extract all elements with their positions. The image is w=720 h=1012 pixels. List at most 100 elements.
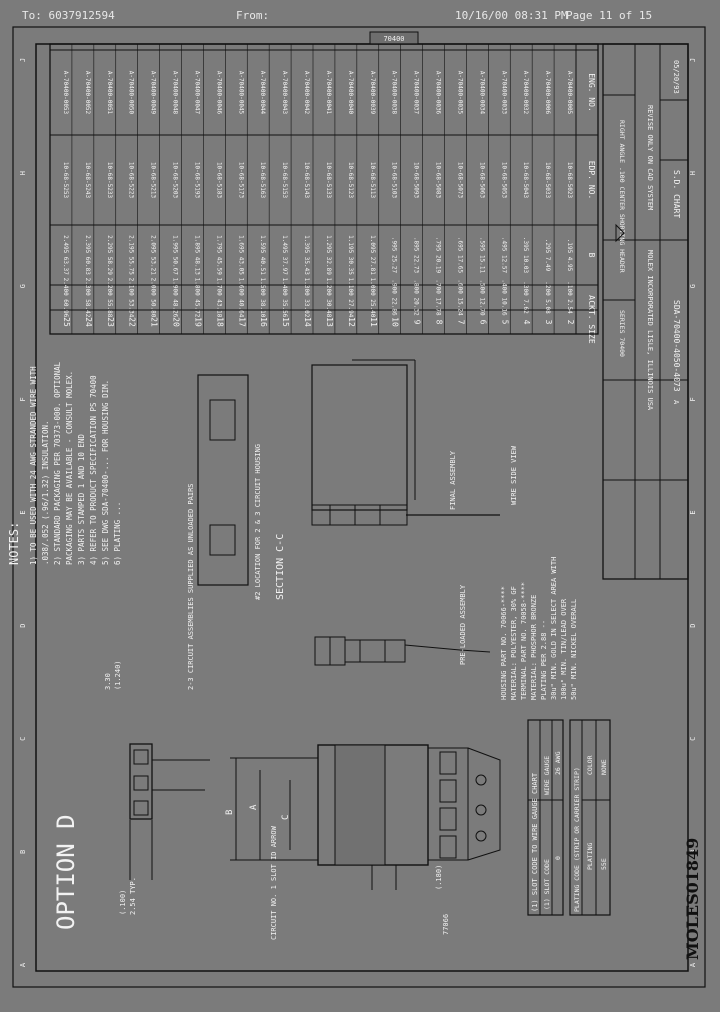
table-cell: 15 xyxy=(281,317,290,327)
zone-letter: G xyxy=(689,284,697,288)
title-rev: A xyxy=(672,400,680,405)
table-cell: 10-68-5123 xyxy=(347,162,354,199)
table-cell: .700 17.78 xyxy=(435,279,442,316)
table-cell: 2.000 50.80 xyxy=(150,278,157,318)
circuit-location-note: #2 LOCATION FOR 2 & 3 CIRCUIT HOUSING xyxy=(254,444,262,600)
dim-a: A xyxy=(249,804,259,810)
table-cell: A-70400-0033 xyxy=(500,71,507,115)
table-cell: 1.600 40.64 xyxy=(237,278,244,318)
table-cell: 1.200 30.48 xyxy=(325,278,332,318)
title-doc-no: SDA-70400-4050-4073 xyxy=(672,300,681,392)
zone-letter: D xyxy=(19,624,27,628)
title-block: SDA-70400-4050-4073 REVISE ONLY ON CAD S… xyxy=(602,43,689,580)
table-cell: 2.195 55.75 xyxy=(128,235,135,275)
latch-hole-icon xyxy=(475,830,487,842)
table-cell: 2.295 58.29 xyxy=(106,235,113,275)
note-line: PACKAGING MAY BE AVAILABLE - CONSULT MOL… xyxy=(65,371,74,565)
section-label: SECTION C-C xyxy=(275,534,286,600)
table-cell: A-70400-0036 xyxy=(435,71,442,115)
table-cell: 1.695 43.05 xyxy=(237,235,244,275)
dim-b: B xyxy=(225,810,235,815)
title-revise-note: REVISE ONLY ON CAD SYSTEM xyxy=(646,105,654,210)
zone-letter: A xyxy=(19,962,27,967)
table-cell: A-70400-0049 xyxy=(150,71,157,115)
table-cell: 2 xyxy=(566,320,575,325)
table-header-cell: A xyxy=(587,295,596,300)
table-cell: 4 xyxy=(522,320,531,325)
table-cell: 1.400 35.56 xyxy=(281,278,288,318)
housing-note-line: PLATING PER 2.88 -- xyxy=(540,620,548,700)
slot-chart-header-1: (1) SLOT CODE xyxy=(543,859,551,910)
note-line: 1) TO BE USED WITH 24 AWG STRANDED WIRE … xyxy=(29,366,38,565)
table-cell: A-70400-0038 xyxy=(391,71,398,115)
table-cell: 2.395 60.83 xyxy=(84,235,91,275)
housing-note-line: MATERIAL: POLYESTER, 30% GF xyxy=(510,586,518,700)
table-cell: 10-68-5163 xyxy=(259,162,266,199)
table-cell: .295 7.49 xyxy=(544,239,551,272)
zone-letter: B xyxy=(689,850,697,854)
table-cell: 18 xyxy=(215,317,224,327)
table-cell: 19 xyxy=(193,317,202,327)
plating-chart-header-2: COLOR xyxy=(586,755,594,775)
table-cell: 2.400 60.96 xyxy=(62,278,69,318)
table-cell: 5 xyxy=(500,320,509,325)
table-cell: .800 20.32 xyxy=(413,279,420,316)
table-cell: A-70400-0005 xyxy=(566,71,573,115)
table-cell: 10-68-5223 xyxy=(128,162,135,199)
table-cell: .200 5.08 xyxy=(544,281,551,314)
dim-100: (.100) xyxy=(119,890,127,915)
table-cell: A-70400-0052 xyxy=(84,71,91,115)
table-cell: .195 4.95 xyxy=(566,239,573,272)
connector-drawing: B A C 77066 (.180) xyxy=(225,744,501,935)
table-cell: 11 xyxy=(369,317,378,327)
zone-letter: C xyxy=(19,737,27,741)
table-cell: 1.295 32.89 xyxy=(325,235,332,275)
table-cell: 10-68-5023 xyxy=(566,162,573,199)
title-sheet: S.D. CHART xyxy=(672,170,681,218)
table-cell: 7 xyxy=(456,320,465,325)
table-cell: 2.495 63.37 xyxy=(62,235,69,275)
dim-1240: 3.30 xyxy=(104,673,112,690)
table-cell: 10-68-5253 xyxy=(62,162,69,199)
table-cell: 10-68-5103 xyxy=(391,162,398,199)
table-cell: 1.100 27.94 xyxy=(347,278,354,318)
table-cell: 10-68-5233 xyxy=(106,162,113,199)
table-cell: 12 xyxy=(347,317,356,327)
table-cell: A-70400-0053 xyxy=(62,71,69,115)
table-cell: A-70400-0041 xyxy=(325,71,332,115)
dim-180: (.180) xyxy=(435,865,443,890)
table-cell: .895 22.73 xyxy=(413,237,420,274)
table-cell: A-70400-0045 xyxy=(237,71,244,115)
table-cell: 10-68-5043 xyxy=(522,162,529,199)
plating-chart-cell: 55E xyxy=(600,858,608,870)
slot-chart-cell: 26 AWG xyxy=(554,751,562,775)
zone-letter: D xyxy=(689,624,697,628)
table-cell: A-70400-0037 xyxy=(413,71,420,115)
table-cell: 24 xyxy=(84,317,93,327)
plating-code-chart: PLATING CODE (STRIP OR CARRIER STRIP) PL… xyxy=(569,719,611,916)
table-cell: 10-68-5073 xyxy=(456,162,463,199)
note-line: .038/.052 (.96/1.32) INSULATION. xyxy=(41,421,50,566)
notes-block: NOTES: 1) TO BE USED WITH 24 AWG STRANDE… xyxy=(7,361,122,565)
table-cell: A-70400-0032 xyxy=(522,71,529,115)
zone-letter: A xyxy=(689,962,697,967)
dim-3150: (1.240) xyxy=(114,660,122,690)
side-view-drawing: (.100) 2.54 TYP. 3.30 (1.240) xyxy=(104,660,210,915)
zone-letter: E xyxy=(689,510,697,514)
table-cell: 1.995 50.67 xyxy=(172,235,179,275)
zone-letter: F xyxy=(19,397,27,401)
table-cell: A-70400-0034 xyxy=(478,71,485,115)
fax-from: From: xyxy=(236,9,270,22)
watermark: MOLES01849 xyxy=(683,838,702,960)
table-cell: 23 xyxy=(106,317,115,327)
table-cell: 3 xyxy=(544,320,553,325)
table-cell: 10-68-5243 xyxy=(84,162,91,199)
table-cell: .400 10.16 xyxy=(500,279,507,316)
table-cell: A-70400-0042 xyxy=(303,71,310,115)
table-cell: 10-68-5213 xyxy=(150,162,157,199)
table-cell: 10-68-5193 xyxy=(193,162,200,199)
table-cell: 21 xyxy=(150,317,159,327)
notes-title: NOTES: xyxy=(7,522,21,565)
zone-letter: B xyxy=(19,850,27,854)
